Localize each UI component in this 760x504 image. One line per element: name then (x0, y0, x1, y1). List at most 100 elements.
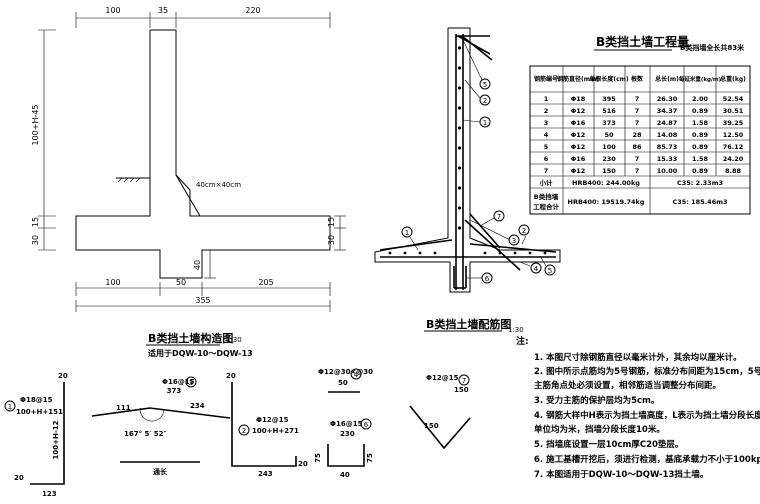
header-total-weight: 总重(kg) (720, 75, 746, 83)
table-cell: 8.88 (725, 167, 742, 175)
table-cell: 150 (602, 167, 616, 175)
note-2-cont: 主筋角点处必须设置，相邻筋适当调整分布间距。 (534, 380, 721, 391)
table-cell: 3 (544, 119, 549, 127)
table-cell: 39.25 (723, 119, 744, 127)
table-cell: 2.00 (692, 95, 709, 103)
b3-angle: 167° 5′ 52″ (124, 430, 167, 438)
table-cell: 14.08 (657, 131, 678, 139)
total-steel: HRB400: 19519.74kg (568, 198, 645, 206)
table-cell: 34.37 (657, 107, 678, 115)
table-cell: 24.87 (657, 119, 678, 127)
b4-marker: 4 (354, 371, 359, 379)
marker-6: 6 (485, 275, 490, 283)
rebar-dot-column (457, 46, 462, 230)
table-cell: Φ16 (571, 119, 586, 127)
dim-top-220: 220 (245, 6, 260, 15)
dim-left-15: 15 (31, 217, 40, 227)
header-diameter: 钢筋直径(mm) (557, 75, 599, 83)
rebar-section-title: B类挡土墙配筋图 (426, 317, 511, 331)
table-cell: Φ12 (571, 131, 586, 139)
table-cell: 10.00 (657, 167, 678, 175)
note-7: 7. 本图适用于DQW-10～DQW-13挡土墙。 (534, 469, 708, 480)
b2-bottom: 243 (258, 470, 273, 478)
b6-bottom: 40 (340, 471, 350, 479)
table-cell: 85.73 (657, 143, 678, 151)
rebar-section-drawing: 5 2 1 7 3 1 2 6 4 5 B类挡土墙配筋图 1:30 (374, 27, 561, 334)
rebar-section-scale: 1:30 (508, 326, 524, 334)
b3-total: 373 (167, 387, 182, 395)
header-unit-length: 单根长度(cm) (589, 75, 629, 83)
marker-2-bottom: 2 (522, 227, 526, 235)
table-cell: 24.20 (723, 155, 744, 163)
dim-right-30: 30 (327, 235, 336, 245)
table-cell: 100 (602, 143, 616, 151)
table-cell: 230 (602, 155, 616, 163)
table-cell: 1 (544, 95, 549, 103)
header-count: 根数 (631, 75, 644, 83)
table-cell: 52.54 (723, 95, 744, 103)
marker-1-bottom: 1 (405, 229, 409, 237)
note-2: 2. 图中所示点筋均为5号钢筋，标准分布间距为15cm，5号筋在 (534, 366, 760, 377)
table-cell: Φ12 (571, 107, 586, 115)
table-title: B类挡土墙工程量 (596, 34, 689, 49)
haunch-label: 40cm×40cm (196, 181, 241, 189)
table-cell: 2 (544, 107, 549, 115)
b6-left: 75 (314, 453, 322, 463)
table-cell: 4 (544, 131, 549, 139)
b1-marker: 1 (8, 403, 12, 411)
note-5: 5. 挡墙底设置一层10cm厚C20垫层。 (534, 439, 683, 450)
b3-right: 234 (190, 402, 205, 410)
b1-vert-dim: 100+H-12 (52, 420, 60, 459)
b3-label: Φ16@15 (162, 378, 195, 386)
table-cell: Φ12 (571, 143, 586, 151)
table-cell: 1.58 (692, 155, 709, 163)
b6-marker: 6 (364, 421, 369, 429)
header-total-length: 总长(m) (655, 75, 679, 83)
marker-2-top: 2 (483, 97, 487, 105)
table-cell: 373 (602, 119, 616, 127)
b2-dim: 100+H+271 (252, 427, 299, 435)
table-cell: 7 (635, 95, 640, 103)
b2-top: 20 (226, 372, 236, 380)
wall-section-title: B类挡土墙构造图 (148, 331, 233, 345)
header-weight-per-m: 每延米重(kg/m) (679, 75, 722, 83)
table-cell: 7 (635, 155, 640, 163)
quantity-table: B类挡土墙工程量 B类挡墙全长共83米 钢筋编号 钢筋直径(mm) 单根长度(c… (529, 34, 751, 215)
note-4: 4. 钢筋大样中H表示为挡土墙高度，L表示为挡土墙分段长度， (534, 410, 760, 421)
b1-bottom-left: 20 (14, 474, 24, 482)
b3-span: 通长 (153, 467, 168, 476)
dim-left-30: 30 (31, 235, 40, 245)
b1-bottom: 123 (42, 490, 57, 498)
note-6: 6. 施工基槽开挖后，须进行检测，基底承载力不小于100kpa。 (534, 454, 760, 465)
table-cell: 7 (544, 167, 549, 175)
note-3: 3. 受力主筋的保护层均为5cm。 (534, 395, 659, 406)
table-cell: 0.89 (692, 143, 709, 151)
b6-dim: 230 (340, 430, 355, 438)
marker-5-bottom: 5 (548, 267, 552, 275)
marker-7: 7 (497, 213, 501, 221)
subtotal-label: 小计 (539, 178, 554, 187)
table-cell: 50 (604, 131, 614, 139)
bar-shape-details: 1 Φ18@15 100+H+151 20 100+H-12 20 123 Φ1… (4, 368, 471, 498)
total-label-2: 工程合计 (533, 202, 560, 211)
table-cell: 76.12 (723, 143, 744, 151)
dim-top-35: 35 (158, 6, 168, 15)
wall-section-applies: 适用于DQW-10～DQW-13 (148, 348, 253, 358)
dim-right-15: 15 (327, 217, 336, 227)
b6-label: Φ16@15 (330, 420, 363, 428)
dim-key-40: 40 (193, 260, 202, 270)
b7-dim: 150 (454, 386, 469, 394)
b4-dim: 50 (338, 379, 348, 387)
table-subtitle: B类挡墙全长共83米 (680, 43, 745, 52)
total-label-1: B类挡墙 (534, 192, 559, 201)
table-cell: 395 (602, 95, 616, 103)
header-bar-no: 钢筋编号 (534, 75, 558, 83)
total-concrete: C35: 185.46m3 (672, 198, 727, 206)
b2-marker: 2 (242, 427, 246, 435)
table-cell: 5 (544, 143, 549, 151)
table-cell: Φ18 (571, 95, 586, 103)
table-cell: 28 (632, 131, 642, 139)
b6-right: 75 (366, 453, 374, 463)
